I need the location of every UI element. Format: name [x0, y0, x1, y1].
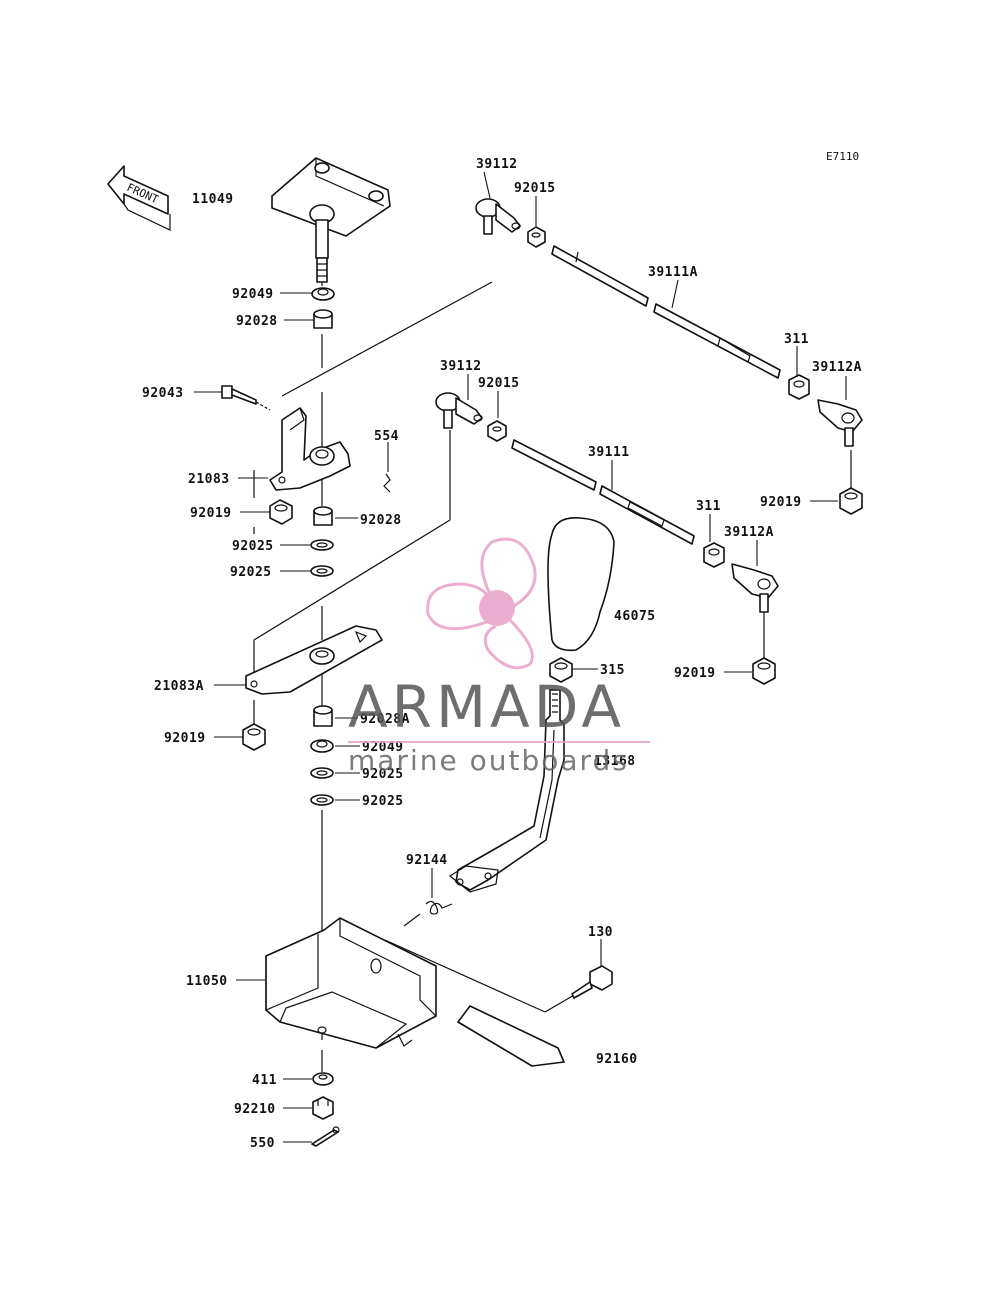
part-554-pin — [383, 473, 391, 493]
label-92144: 92144 — [406, 853, 448, 868]
label-92160: 92160 — [596, 1052, 638, 1067]
label-39112-lower: 39112 — [440, 359, 482, 374]
part-92144-spring — [425, 900, 453, 915]
label-315: 315 — [600, 663, 625, 678]
front-arrow-icon: FRONT — [107, 165, 171, 231]
label-46075: 46075 — [614, 609, 656, 624]
part-92019-nut-d — [752, 657, 776, 685]
label-92025-a: 92025 — [232, 539, 274, 554]
watermark-subtitle: marine outboards — [348, 744, 629, 777]
label-550: 550 — [250, 1136, 275, 1151]
part-92028-collar-upper — [313, 309, 333, 329]
part-92043-bolt — [221, 385, 271, 411]
part-11049-bracket — [271, 157, 391, 283]
part-92019-nut-c — [839, 487, 863, 515]
part-92019-nut-a — [269, 499, 293, 525]
part-39112-tie-rod-end-upper — [475, 198, 521, 235]
part-92160-plate — [457, 1005, 565, 1067]
label-92043: 92043 — [142, 386, 184, 401]
part-21083A-arm — [245, 625, 383, 695]
label-92019-b: 92019 — [164, 731, 206, 746]
label-92019-c: 92019 — [760, 495, 802, 510]
part-92028A-collar — [313, 705, 333, 727]
diagram-code: E7110 — [826, 150, 859, 163]
part-labels: 11049 92049 92028 92043 21083 554 92019 … — [142, 157, 862, 1151]
part-92028-collar-lower — [313, 506, 333, 526]
part-92025-washer-a — [310, 539, 334, 551]
label-39112A-lower: 39112A — [724, 525, 774, 540]
part-315-nut — [549, 657, 573, 683]
part-92019-nut-b — [242, 723, 266, 751]
label-92028-upper: 92028 — [236, 314, 278, 329]
part-39111-tie-rod — [511, 439, 695, 545]
label-311-lower: 311 — [696, 499, 721, 514]
watermark-title: ARMADA — [348, 673, 625, 741]
part-411-washer — [312, 1072, 334, 1086]
label-92049-upper: 92049 — [232, 287, 274, 302]
part-13168-shift-lever — [448, 689, 565, 893]
label-92028-lower: 92028 — [360, 513, 402, 528]
part-92025-washer-c — [310, 767, 334, 779]
label-130: 130 — [588, 925, 613, 940]
watermark: ARMADA marine outboards — [348, 537, 650, 777]
part-39112A-tie-rod-end-lower — [731, 563, 779, 613]
part-92025-washer-d — [310, 794, 334, 806]
label-11050: 11050 — [186, 974, 228, 989]
label-39112A-upper: 39112A — [812, 360, 862, 375]
label-411: 411 — [252, 1073, 277, 1088]
label-92015-lower: 92015 — [478, 376, 520, 391]
label-21083: 21083 — [188, 472, 230, 487]
part-311-nut-lower — [703, 542, 725, 568]
part-92025-washer-b — [310, 565, 334, 577]
part-39111A-tie-rod — [551, 245, 781, 379]
label-92025-c: 92025 — [362, 767, 404, 782]
label-92025-b: 92025 — [230, 565, 272, 580]
label-11049: 11049 — [192, 192, 234, 207]
propeller-logo-icon — [426, 537, 537, 670]
part-92210-castle-nut — [312, 1096, 334, 1120]
part-46075-knob — [547, 517, 615, 652]
label-13168: 13168 — [594, 754, 636, 769]
part-92049-washer-lower — [310, 739, 334, 753]
label-39111: 39111 — [588, 445, 630, 460]
part-311-nut-upper — [788, 374, 810, 400]
label-92019-a: 92019 — [190, 506, 232, 521]
part-92015-nut-upper — [527, 226, 546, 248]
label-92049-lower: 92049 — [362, 740, 404, 755]
label-92028A: 92028A — [360, 712, 410, 727]
part-550-cotter-pin — [311, 1126, 340, 1147]
label-92025-d: 92025 — [362, 794, 404, 809]
part-92015-nut-lower — [487, 420, 507, 442]
label-92210: 92210 — [234, 1102, 276, 1117]
part-39112A-tie-rod-end-upper — [817, 399, 863, 447]
part-130-bolt — [571, 965, 613, 999]
label-92015-upper: 92015 — [514, 181, 556, 196]
part-11050-base-bracket — [265, 917, 437, 1049]
part-92049-washer-upper — [311, 287, 335, 301]
label-92019-d: 92019 — [674, 666, 716, 681]
part-39112-tie-rod-end-lower — [435, 392, 483, 429]
label-39111A: 39111A — [648, 265, 698, 280]
part-21083-lever — [269, 407, 351, 491]
label-311-upper: 311 — [784, 332, 809, 347]
label-21083A: 21083A — [154, 679, 204, 694]
label-39112-upper: 39112 — [476, 157, 518, 172]
label-554: 554 — [374, 429, 399, 444]
